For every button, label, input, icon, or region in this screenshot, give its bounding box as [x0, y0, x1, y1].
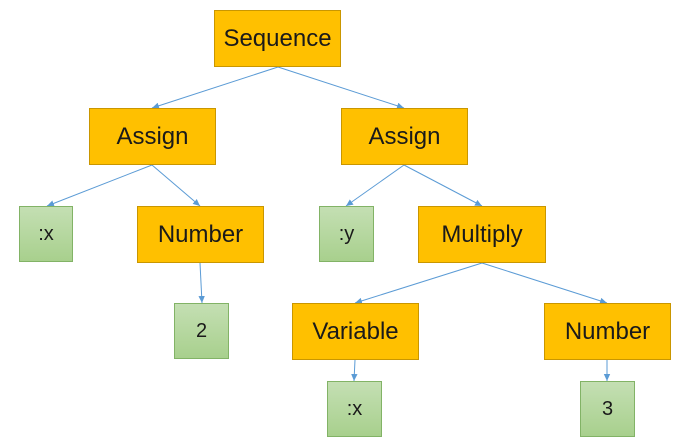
edge-assign2-y	[345, 164, 405, 207]
symbol-y-leaf: :y	[319, 206, 374, 262]
value-2-leaf: 2	[174, 303, 229, 359]
edge-sequence-assign2	[277, 66, 405, 109]
multiply-node: Multiply	[418, 206, 546, 263]
number-node-right: Number	[544, 303, 671, 360]
number-node-left: Number	[137, 206, 264, 263]
edge-number-two	[198, 262, 205, 304]
edge-assign1-x	[46, 164, 153, 207]
value-3-leaf: 3	[580, 381, 635, 437]
edge-multiply-variable	[354, 262, 483, 304]
edge-sequence-assign1	[151, 66, 279, 109]
sequence-node: Sequence	[214, 10, 341, 67]
edge-assign1-number	[151, 164, 201, 207]
edge-multiply-number	[481, 262, 608, 304]
variable-node: Variable	[292, 303, 419, 360]
symbol-x-leaf: :x	[19, 206, 73, 262]
variable-symbol-x-leaf: :x	[327, 381, 382, 437]
assign-node-right: Assign	[341, 108, 468, 165]
edge-variable-x	[351, 359, 358, 382]
assign-node-left: Assign	[89, 108, 216, 165]
edge-assign2-multiply	[403, 164, 483, 207]
